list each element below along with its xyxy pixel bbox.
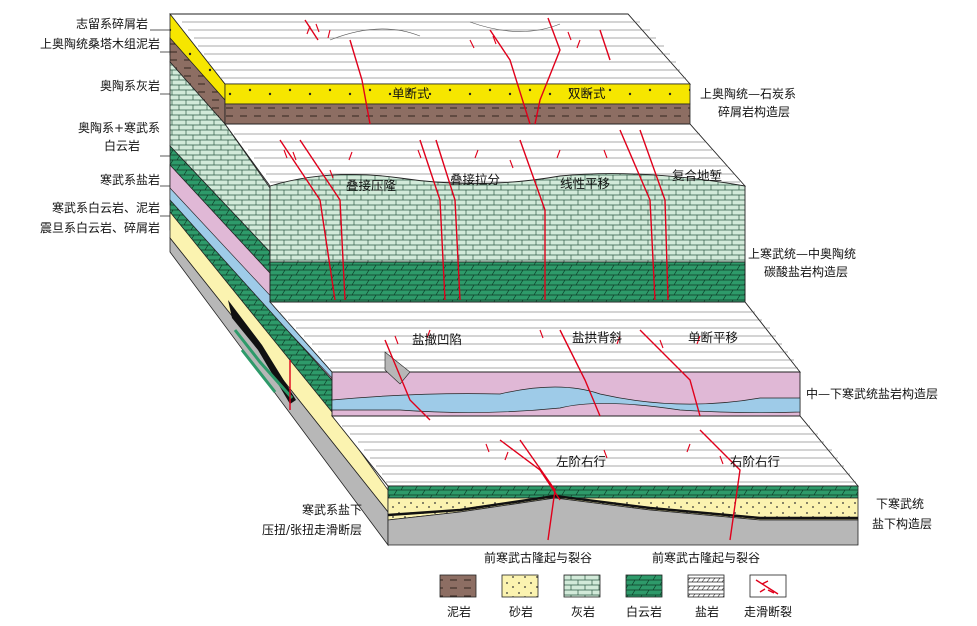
label-left-step: 左阶右行: [556, 454, 606, 469]
label-right-step: 右阶右行: [730, 454, 780, 469]
label-sub-salt-2: 压扭/张扭走滑断层: [262, 522, 362, 537]
label-salt-anticline: 盐拱背斜: [572, 330, 623, 345]
label-ordovician-cambrian-1: 奥陶系+寒武系: [78, 120, 160, 135]
label-mid-2: 碳酸盐岩构造层: [764, 264, 848, 279]
label-linear-translation: 线性平移: [560, 176, 610, 191]
strike-slip-faults: [279, 17, 741, 541]
label-bottom-1: 下寒武统: [876, 496, 924, 511]
left-stratigraphic-column: [169, 13, 389, 547]
legend-label-dolomite: 白云岩: [626, 604, 662, 619]
label-sinian: 震旦系白云岩、碎屑岩: [40, 220, 160, 235]
label-sub-salt-1: 寒武系盐下: [302, 502, 362, 517]
label-salt-withdrawal: 盐撤凹陷: [412, 332, 462, 347]
legend-label-salt: 盐岩: [695, 604, 719, 619]
label-single: 单断式: [392, 86, 430, 101]
label-top-2: 碎屑岩构造层: [718, 104, 790, 119]
fault-arrow-marks: [283, 23, 724, 465]
legend-label-limestone: 灰岩: [571, 604, 595, 619]
terrace-bottom: [331, 415, 859, 546]
legend-label-strike-slip-fault: 走滑断裂: [744, 604, 792, 619]
terrace-salt: [269, 301, 801, 417]
label-salt: 中—下寒武统盐岩构造层: [806, 386, 938, 401]
label-single-fault-translation: 单断平移: [688, 330, 738, 345]
legend: 泥岩 砂岩 灰岩 白云岩 盐岩 走滑断裂: [439, 574, 792, 619]
left-labels: 志留系碎屑岩 上奥陶统桑塔木组泥岩 奥陶系灰岩 奥陶系+寒武系 白云岩 寒武系盐…: [40, 16, 170, 235]
right-layer-labels: 上奥陶统—石炭系 碎屑岩构造层 上寒武统—中奥陶统 碳酸盐岩构造层 中—下寒武统…: [262, 86, 938, 537]
label-ordovician-cambrian-2: 白云岩: [104, 138, 140, 153]
fault-style-labels: 单断式 双断式 叠接压隆 叠接拉分 线性平移 复合地堑 盐撤凹陷 盐拱背斜 单断…: [346, 86, 780, 469]
legend-item-mudstone: 泥岩: [439, 574, 477, 619]
legend-item-limestone: 灰岩: [563, 574, 601, 619]
label-composite-graben: 复合地堑: [672, 168, 722, 183]
label-ordovician-limestone: 奥陶系灰岩: [100, 78, 160, 93]
strike-slip-fault-icon: [755, 579, 779, 595]
legend-item-sandstone: 砂岩: [501, 574, 539, 619]
label-uplift-right: 前寒武古隆起与裂谷: [652, 550, 760, 565]
terrace-top: [169, 13, 691, 125]
label-double: 双断式: [568, 86, 606, 101]
label-cambrian-dolomite-mudstone: 寒武系白云岩、泥岩: [52, 200, 160, 215]
label-cambrian-salt: 寒武系盐岩: [100, 172, 160, 187]
label-uplift-left: 前寒武古隆起与裂谷: [484, 550, 592, 565]
legend-label-sandstone: 砂岩: [509, 604, 533, 619]
uplift-labels: 前寒武古隆起与裂谷 前寒武古隆起与裂谷: [484, 550, 760, 565]
legend-item-dolomite: 白云岩: [625, 574, 663, 619]
label-silurian-clastic: 志留系碎屑岩: [76, 16, 148, 31]
label-upper-ordovician-mudstone: 上奥陶统桑塔木组泥岩: [40, 36, 160, 51]
label-stacked-extension: 叠接拉分: [450, 172, 500, 187]
label-top-1: 上奥陶统—石炭系: [700, 86, 796, 101]
legend-item-salt: 盐岩: [687, 574, 725, 619]
legend-item-strike-slip-fault: 走滑断裂: [744, 574, 792, 619]
legend-label-mudstone: 泥岩: [447, 604, 471, 619]
label-mid-1: 上寒武统—中奥陶统: [748, 246, 856, 261]
label-stacked-compression: 叠接压隆: [346, 178, 397, 193]
label-bottom-2: 盐下构造层: [872, 516, 932, 531]
